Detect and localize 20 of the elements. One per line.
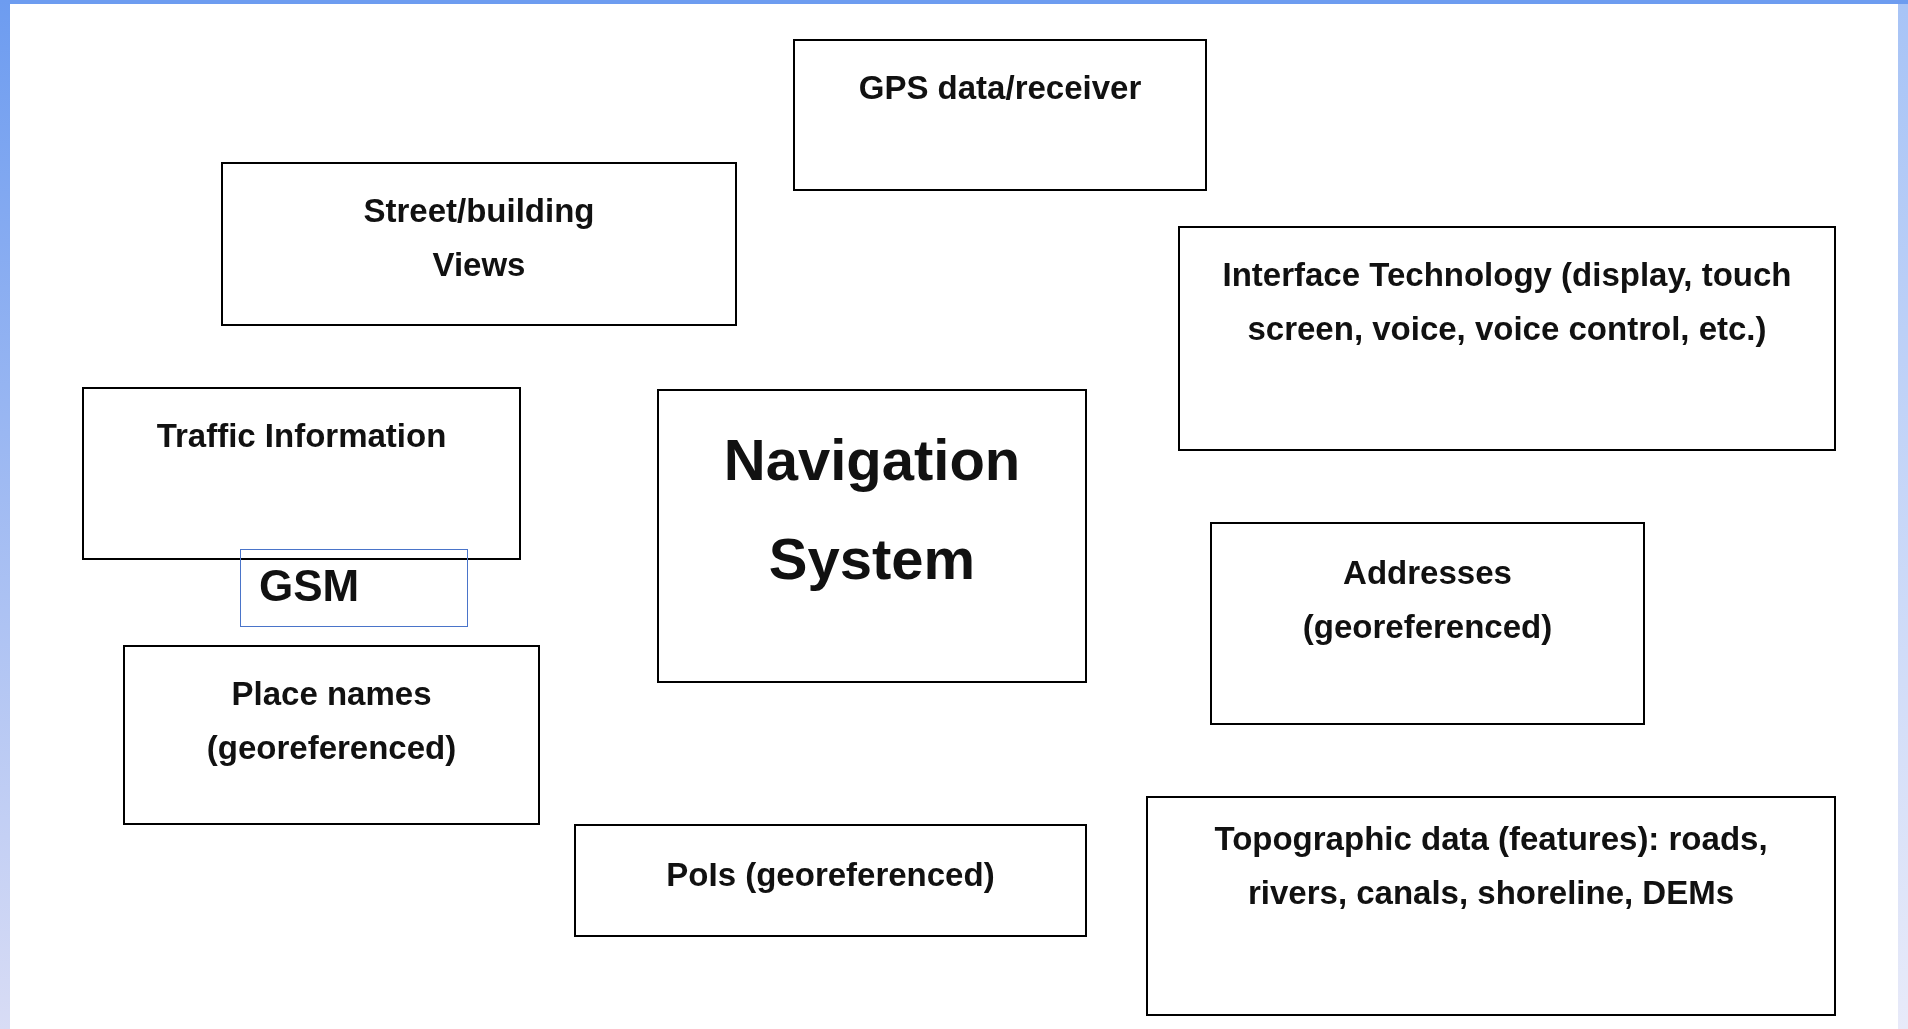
topic-box xyxy=(123,645,540,825)
box-label: PoIs (georeferenced) xyxy=(665,855,996,895)
topic-box xyxy=(1146,796,1836,1016)
box-label: Traffic Information xyxy=(155,416,448,456)
topic-box xyxy=(1178,226,1836,451)
box-label: GPS data/receiver xyxy=(857,68,1143,108)
topic-box xyxy=(793,39,1207,191)
topic-box xyxy=(574,824,1087,937)
box-label: Street/building Views xyxy=(362,191,596,286)
box-label: Interface Technology (display, touch screen, voice, voice control, etc.) xyxy=(1221,255,1793,350)
topic-box xyxy=(240,549,468,627)
main-box xyxy=(657,389,1087,683)
box-label: Place names (georeferenced) xyxy=(205,674,458,769)
topic-box xyxy=(82,387,521,560)
topic-box xyxy=(1210,522,1645,725)
box-label: Topographic data (features): roads, rivers, canals, shoreline, DEMs xyxy=(1213,819,1769,914)
box-label: Navigation System xyxy=(722,426,1022,593)
topic-box xyxy=(221,162,737,326)
box-label: Addresses (georeferenced) xyxy=(1301,553,1554,648)
box-label: GSM xyxy=(259,560,361,612)
